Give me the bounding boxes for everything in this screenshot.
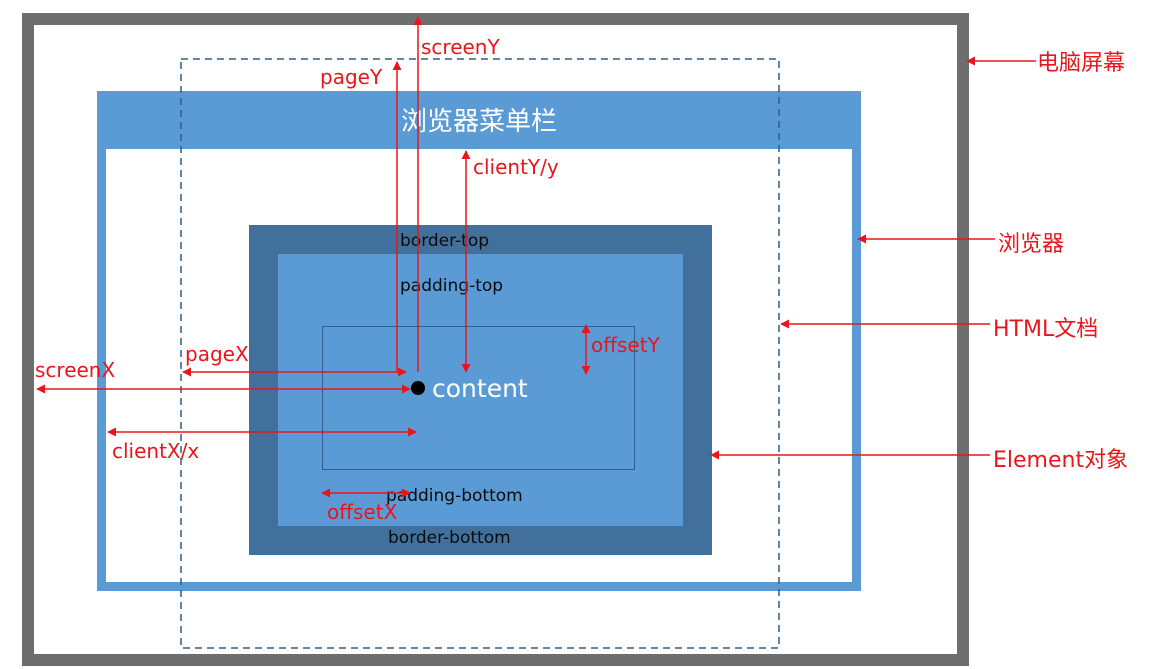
offset-y-label: offsetY (591, 333, 660, 357)
border-top-label: border-top (400, 231, 490, 251)
offset-x-label: offsetX (327, 500, 398, 524)
page-y-label: pageY (320, 65, 383, 89)
browser-box-label: 浏览器 (998, 232, 1065, 257)
element-box-label: Element对象 (993, 448, 1129, 473)
browser-menu-bar-title: 浏览器菜单栏 (400, 107, 557, 137)
page-x-label: pageX (185, 342, 249, 366)
screen-y-label: screenY (421, 35, 500, 59)
client-y-label: clientY/y (473, 155, 559, 179)
html-document-box-label: HTML文档 (993, 317, 1099, 342)
border-bottom-label: border-bottom (388, 528, 511, 548)
screen-x-label: screenX (35, 358, 116, 382)
client-x-label: clientX/x (112, 439, 200, 463)
padding-top-label: padding-top (400, 276, 504, 296)
content-label: content (432, 374, 528, 403)
screen-box-label: 电脑屏幕 (1037, 51, 1126, 76)
padding-bottom-label: padding-bottom (386, 486, 523, 506)
